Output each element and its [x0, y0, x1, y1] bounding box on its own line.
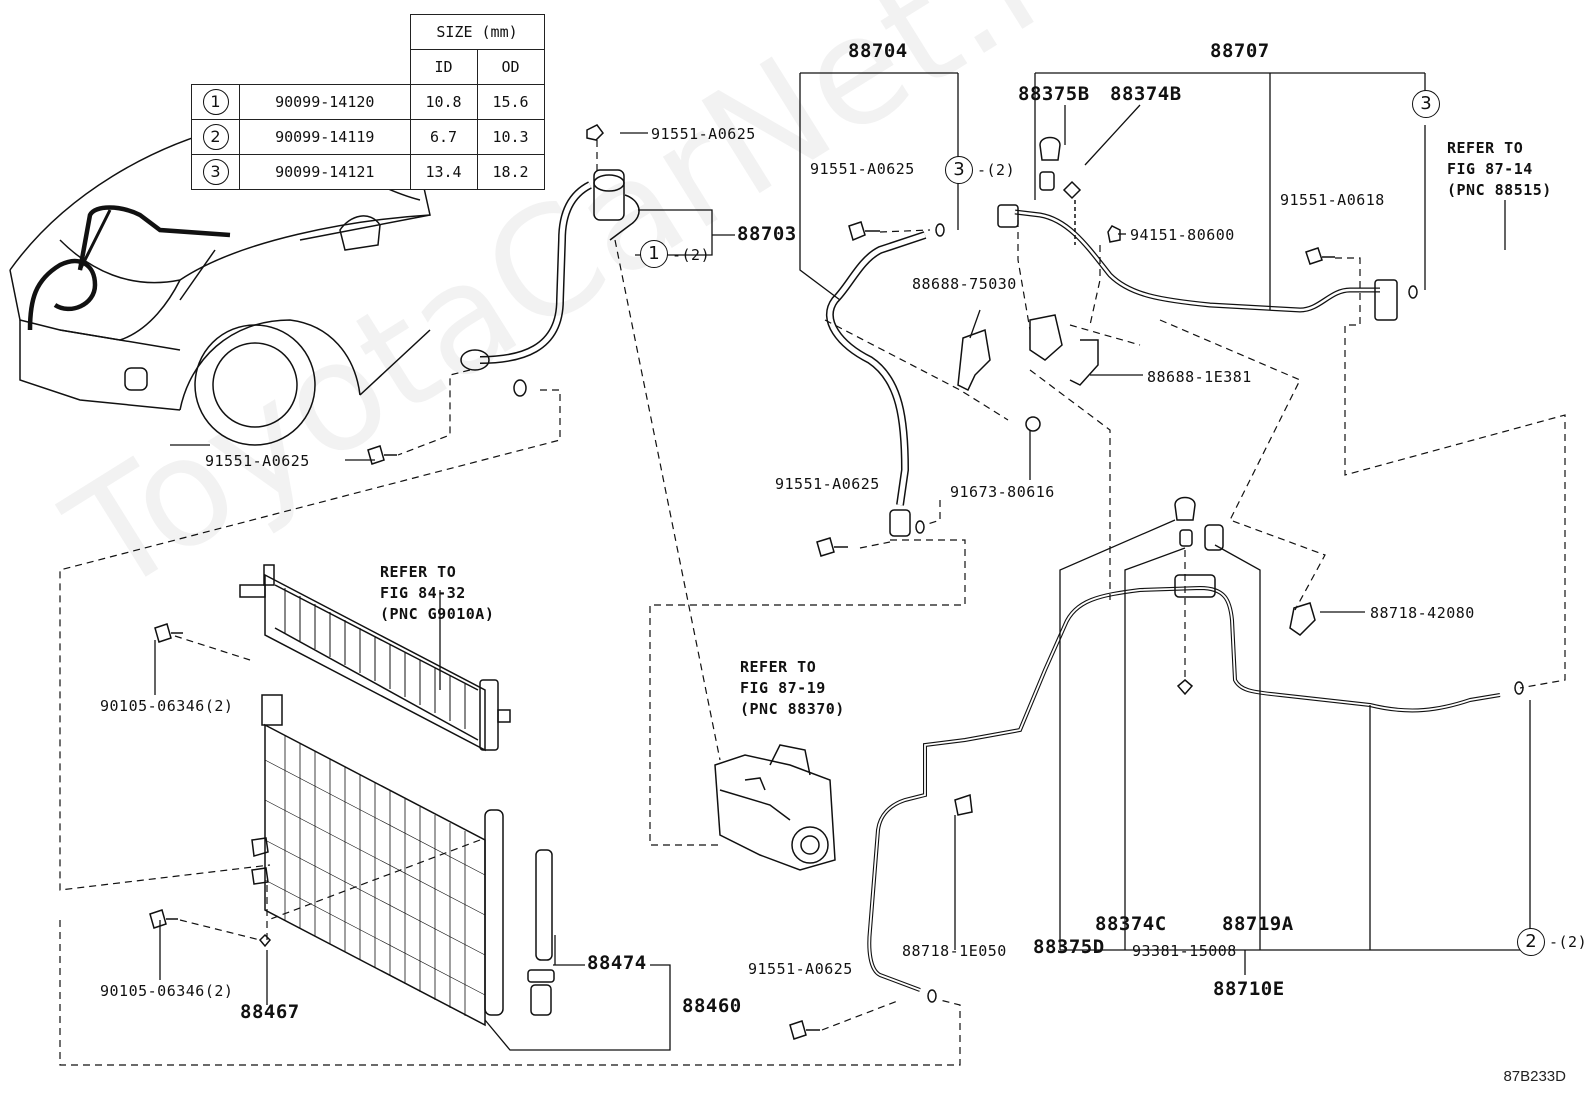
- refer-note-fig87-14: REFER TO FIG 87-14 (PNC 88515): [1447, 138, 1552, 201]
- part-label-88474: 88474: [587, 952, 647, 974]
- refer-line: FIG 87-19: [740, 679, 826, 697]
- hose-88704-drawing: [826, 223, 945, 537]
- pipe-88710e-drawing: [867, 496, 1524, 1003]
- refer-note-fig84-32: REFER TO FIG 84-32 (PNC G9010A): [380, 562, 494, 625]
- part-label-88707: 88707: [1210, 40, 1270, 62]
- size-table-col-id: ID: [409, 49, 478, 85]
- size-table-row: 1 90099-14120 10.8 15.6: [191, 83, 545, 120]
- circled-ref-2: 2: [1517, 928, 1545, 956]
- part-label-88374c: 88374C: [1095, 913, 1167, 935]
- part-label-93381: 93381-15008: [1132, 942, 1237, 960]
- part-label-88688-1e381: 88688-1E381: [1147, 368, 1252, 386]
- circled-ref-3-qty: -(2): [977, 161, 1016, 179]
- bolt-label-top: 91551-A0625: [651, 125, 756, 143]
- refer-line: REFER TO: [1447, 139, 1524, 157]
- part-label-90105-upper: 90105-06346(2): [100, 697, 234, 715]
- bracket-88688-drawing: [957, 225, 1121, 432]
- part-label-94151: 94151-80600: [1130, 226, 1235, 244]
- size-row-od: 18.2: [476, 153, 545, 190]
- part-label-88688-75030: 88688-75030: [912, 275, 1017, 293]
- size-table-row: 3 90099-14121 13.4 18.2: [191, 153, 545, 190]
- part-label-88719a: 88719A: [1222, 913, 1294, 935]
- part-label-88375b: 88375B: [1018, 83, 1090, 105]
- size-table-col-od: OD: [476, 49, 545, 85]
- size-row-id: 13.4: [409, 153, 478, 190]
- size-row-number: 3: [202, 158, 229, 185]
- part-label-88467: 88467: [240, 1001, 300, 1023]
- refer-line: (PNC G9010A): [380, 605, 495, 623]
- figure-code: 87B233D: [1503, 1068, 1566, 1085]
- bolt-label-bottom: 91551-A0625: [748, 960, 853, 978]
- part-label-88375d: 88375D: [1033, 936, 1105, 958]
- refer-line: FIG 87-14: [1447, 160, 1533, 178]
- size-row-number: 2: [202, 123, 229, 150]
- bolt-label-compressor: 91551-A0625: [775, 475, 880, 493]
- size-table-header: SIZE (mm): [409, 14, 545, 50]
- size-table: SIZE (mm) ID OD 1 90099-14120 10.8 15.6 …: [191, 14, 545, 190]
- part-label-88374b: 88374B: [1110, 83, 1182, 105]
- refer-line: (PNC 88370): [740, 700, 845, 718]
- compressor-drawing: [714, 744, 836, 871]
- bolt-label-a0618: 91551-A0618: [1280, 191, 1385, 209]
- part-label-88718-42080: 88718-42080: [1370, 604, 1475, 622]
- circled-ref-2-qty: -(2): [1549, 933, 1588, 951]
- size-row-part: 90099-14120: [239, 83, 411, 120]
- part-label-88710e: 88710E: [1213, 978, 1285, 1000]
- circled-ref-3: 3: [945, 156, 973, 184]
- radiator-drawing: [239, 564, 511, 752]
- part-label-90105-lower: 90105-06346(2): [100, 982, 234, 1000]
- pipe-88707-drawing: [997, 136, 1418, 321]
- circled-ref-3-upper: 3: [1412, 90, 1440, 118]
- bolts-drawing: [149, 124, 1335, 1040]
- circled-ref-1-qty: -(2): [672, 246, 711, 264]
- size-row-id: 6.7: [409, 118, 478, 155]
- size-row-od: 15.6: [476, 83, 545, 120]
- refer-line: REFER TO: [380, 563, 457, 581]
- size-row-part: 90099-14121: [239, 153, 411, 190]
- refer-line: FIG 84-32: [380, 584, 466, 602]
- part-label-91673: 91673-80616: [950, 483, 1055, 501]
- part-label-88704: 88704: [848, 40, 908, 62]
- size-row-id: 10.8: [409, 83, 478, 120]
- hose-88703-drawing: [460, 169, 640, 397]
- size-table-row: 2 90099-14119 6.7 10.3: [191, 118, 545, 155]
- refer-line: (PNC 88515): [1447, 181, 1552, 199]
- bolt-label-left: 91551-A0625: [205, 452, 310, 470]
- part-label-88460: 88460: [682, 995, 742, 1017]
- refer-note-fig87-19: REFER TO FIG 87-19 (PNC 88370): [740, 657, 845, 720]
- refer-line: REFER TO: [740, 658, 817, 676]
- circled-ref-1: 1: [640, 240, 668, 268]
- part-label-88703: 88703: [737, 223, 797, 245]
- bolt-label-mid: 91551-A0625: [810, 160, 915, 178]
- part-label-88718-1e050: 88718-1E050: [902, 942, 1007, 960]
- size-row-part: 90099-14119: [239, 118, 411, 155]
- size-row-number: 1: [202, 88, 229, 115]
- size-row-od: 10.3: [476, 118, 545, 155]
- condenser-drawing: [251, 694, 555, 1027]
